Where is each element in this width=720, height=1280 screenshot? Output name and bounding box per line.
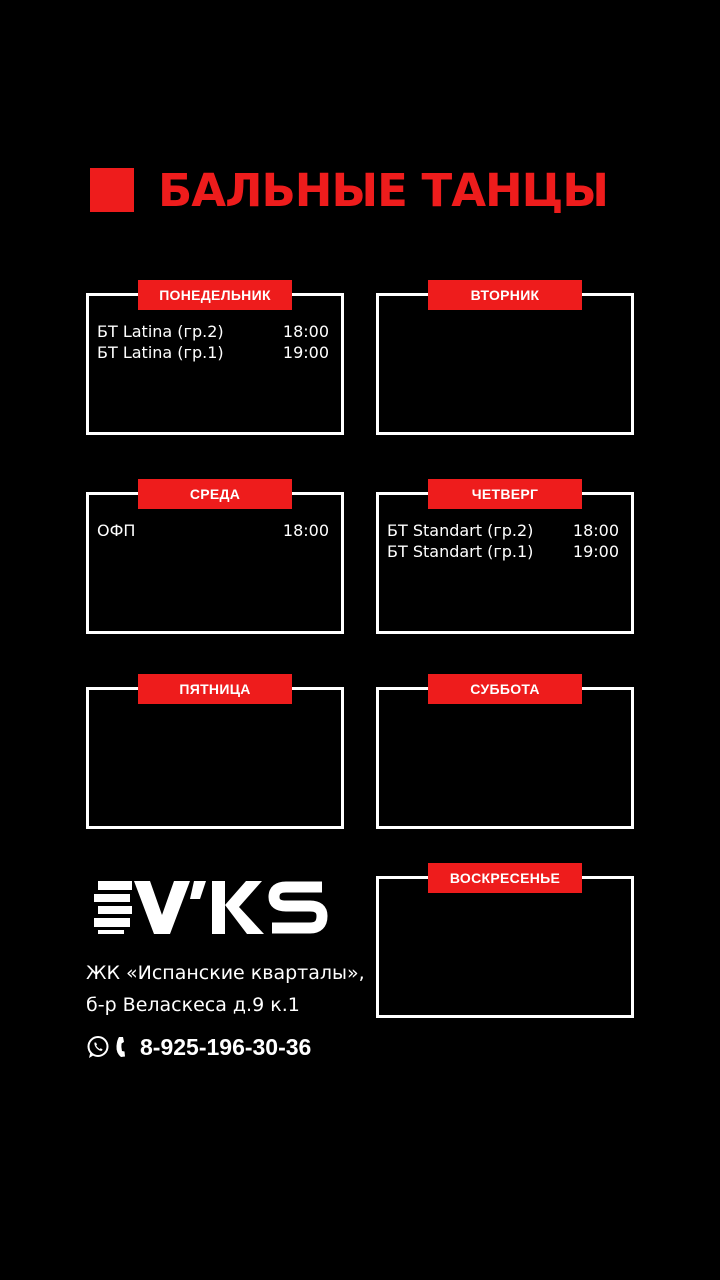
class-time: 19:00 xyxy=(572,542,619,561)
class-time: 18:00 xyxy=(282,521,329,540)
class-time: 18:00 xyxy=(282,322,329,341)
schedule-entry: ОФП 18:00 xyxy=(97,520,329,541)
day-card-sunday: ВОСКРЕСЕНЬЕ xyxy=(376,863,634,1018)
logo-k-icon xyxy=(212,881,264,934)
class-time: 19:00 xyxy=(282,343,329,362)
day-label-thursday: ЧЕТВЕРГ xyxy=(428,479,582,509)
day-card-thursday: ЧЕТВЕРГ БТ Standart (гр.2) 18:00 БТ Stan… xyxy=(376,479,634,634)
day-label-monday: ПОНЕДЕЛЬНИК xyxy=(138,280,292,310)
schedule-entry: БТ Latina (гр.1) 19:00 xyxy=(97,342,329,363)
day-label-sunday: ВОСКРЕСЕНЬЕ xyxy=(428,863,582,893)
address-line-2: б-р Веласкеса д.9 к.1 xyxy=(86,994,300,1016)
address-block: ЖК «Испанские кварталы», б-р Веласкеса д… xyxy=(86,957,365,1021)
day-card-monday: ПОНЕДЕЛЬНИК БТ Latina (гр.2) 18:00 БТ La… xyxy=(86,280,344,435)
class-name: БТ Standart (гр.1) xyxy=(387,542,534,561)
logo-s-icon xyxy=(268,881,328,934)
evks-logo xyxy=(94,881,328,934)
logo-tick-icon xyxy=(190,881,206,899)
address-line-1: ЖК «Испанские кварталы», xyxy=(86,962,365,984)
schedule-list: БТ Latina (гр.2) 18:00 БТ Latina (гр.1) … xyxy=(97,321,329,363)
class-name: ОФП xyxy=(97,521,136,540)
whatsapp-icon[interactable] xyxy=(86,1035,110,1059)
day-label-saturday: СУББОТА xyxy=(428,674,582,704)
class-time: 18:00 xyxy=(572,521,619,540)
phone-number[interactable]: 8-925-196-30-36 xyxy=(140,1033,312,1060)
logo-e-icon xyxy=(94,881,132,934)
day-card-saturday: СУББОТА xyxy=(376,674,634,829)
schedule-entry: БТ Standart (гр.1) 19:00 xyxy=(387,541,619,562)
schedule-entry: БТ Standart (гр.2) 18:00 xyxy=(387,520,619,541)
phone-icon[interactable] xyxy=(114,1035,130,1059)
title-square-marker xyxy=(90,168,134,212)
contact-row: 8-925-196-30-36 xyxy=(86,1032,311,1062)
class-name: БТ Standart (гр.2) xyxy=(387,521,534,540)
class-name: БТ Latina (гр.2) xyxy=(97,322,224,341)
schedule-list: ОФП 18:00 xyxy=(97,520,329,541)
day-card-tuesday: ВТОРНИК xyxy=(376,280,634,435)
day-label-wednesday: СРЕДА xyxy=(138,479,292,509)
header: БАЛЬНЫЕ ТАНЦЫ xyxy=(90,160,609,220)
schedule-list: БТ Standart (гр.2) 18:00 БТ Standart (гр… xyxy=(387,520,619,562)
page-title: БАЛЬНЫЕ ТАНЦЫ xyxy=(158,163,609,217)
day-label-tuesday: ВТОРНИК xyxy=(428,280,582,310)
day-card-friday: ПЯТНИЦА xyxy=(86,674,344,829)
schedule-entry: БТ Latina (гр.2) 18:00 xyxy=(97,321,329,342)
day-card-wednesday: СРЕДА ОФП 18:00 xyxy=(86,479,344,634)
day-label-friday: ПЯТНИЦА xyxy=(138,674,292,704)
class-name: БТ Latina (гр.1) xyxy=(97,343,224,362)
logo-v-icon xyxy=(134,881,190,934)
